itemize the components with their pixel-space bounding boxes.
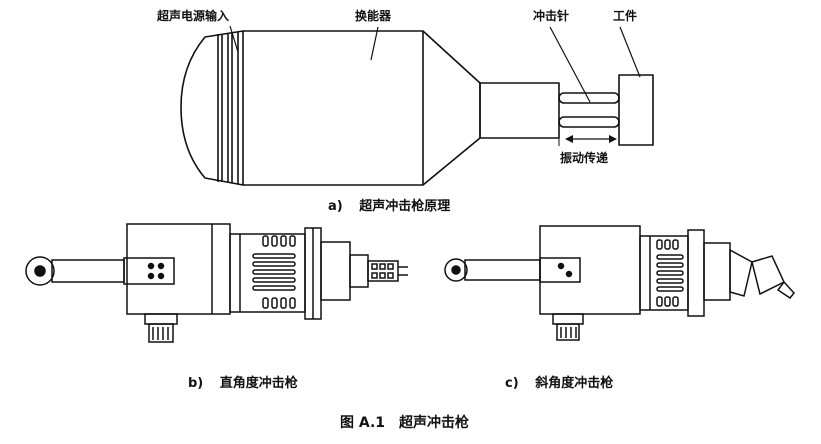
caption-b: b) 直角度冲击枪 [188, 377, 298, 390]
caption-a-letter: a) [328, 199, 343, 214]
caption-c-text: 斜角度冲击枪 [535, 376, 614, 391]
caption-c: c) 斜角度冲击枪 [505, 377, 613, 390]
label-vibration-transfer: 振动传递 [560, 151, 609, 165]
horn-tube [479, 82, 560, 139]
label-power-input: 超声电源输入 [157, 9, 230, 23]
workpiece-block [618, 74, 654, 146]
label-workpiece: 工件 [613, 9, 638, 23]
caption-a-text: 超声冲击枪原理 [359, 199, 451, 214]
figure-caption: 图 A.1 超声冲击枪 [340, 415, 470, 431]
caption-a: a) 超声冲击枪原理 [328, 200, 450, 213]
caption-b-letter: b) [188, 376, 204, 391]
caption-c-letter: c) [505, 376, 519, 391]
caption-b-text: 直角度冲击枪 [219, 376, 298, 391]
gun-rear-cap [180, 30, 244, 186]
label-transducer: 换能器 [355, 9, 392, 23]
label-impact-needle: 冲击针 [533, 9, 570, 23]
